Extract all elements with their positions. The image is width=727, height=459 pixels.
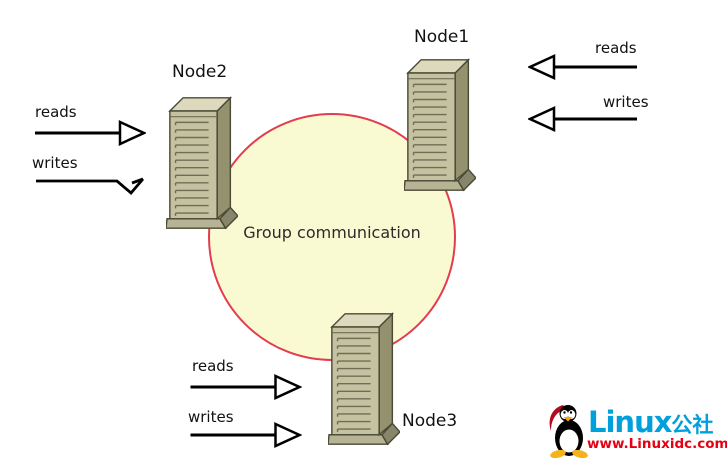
- node3-label: Node3: [402, 411, 458, 431]
- brand-text-cjk: 公社: [671, 413, 714, 437]
- node1-writes-arrow-icon: [528, 105, 640, 133]
- node1-writes-label: writes: [603, 93, 649, 111]
- node2-reads-label: reads: [35, 103, 77, 121]
- linuxidc-watermark: Linux公社 www.Linuxidc.com: [545, 395, 727, 459]
- site-url: www.Linuxidc.com: [587, 436, 727, 452]
- brand-text-en: Linux: [588, 405, 672, 439]
- group-communication-label: Group communication: [243, 223, 421, 242]
- node2-writes-label: writes: [32, 154, 78, 172]
- node3-reads-arrow-icon: [189, 373, 302, 401]
- node3-reads-label: reads: [192, 357, 234, 375]
- node3-writes-label: writes: [188, 408, 234, 426]
- tux-penguin-icon: [547, 404, 591, 458]
- node2-writes-arrow-icon: [35, 165, 147, 197]
- node1-label: Node1: [414, 27, 470, 47]
- node2-server-tower-icon: [166, 94, 238, 232]
- node1-reads-arrow-icon: [528, 53, 640, 81]
- node1-reads-label: reads: [595, 39, 637, 57]
- node3-writes-arrow-icon: [189, 421, 302, 449]
- node1-server-tower-icon: [404, 56, 476, 194]
- node3-server-tower-icon: [328, 310, 400, 448]
- node2-label: Node2: [172, 62, 228, 82]
- node2-reads-arrow-icon: [34, 119, 146, 147]
- brand-text: Linux公社: [588, 408, 713, 437]
